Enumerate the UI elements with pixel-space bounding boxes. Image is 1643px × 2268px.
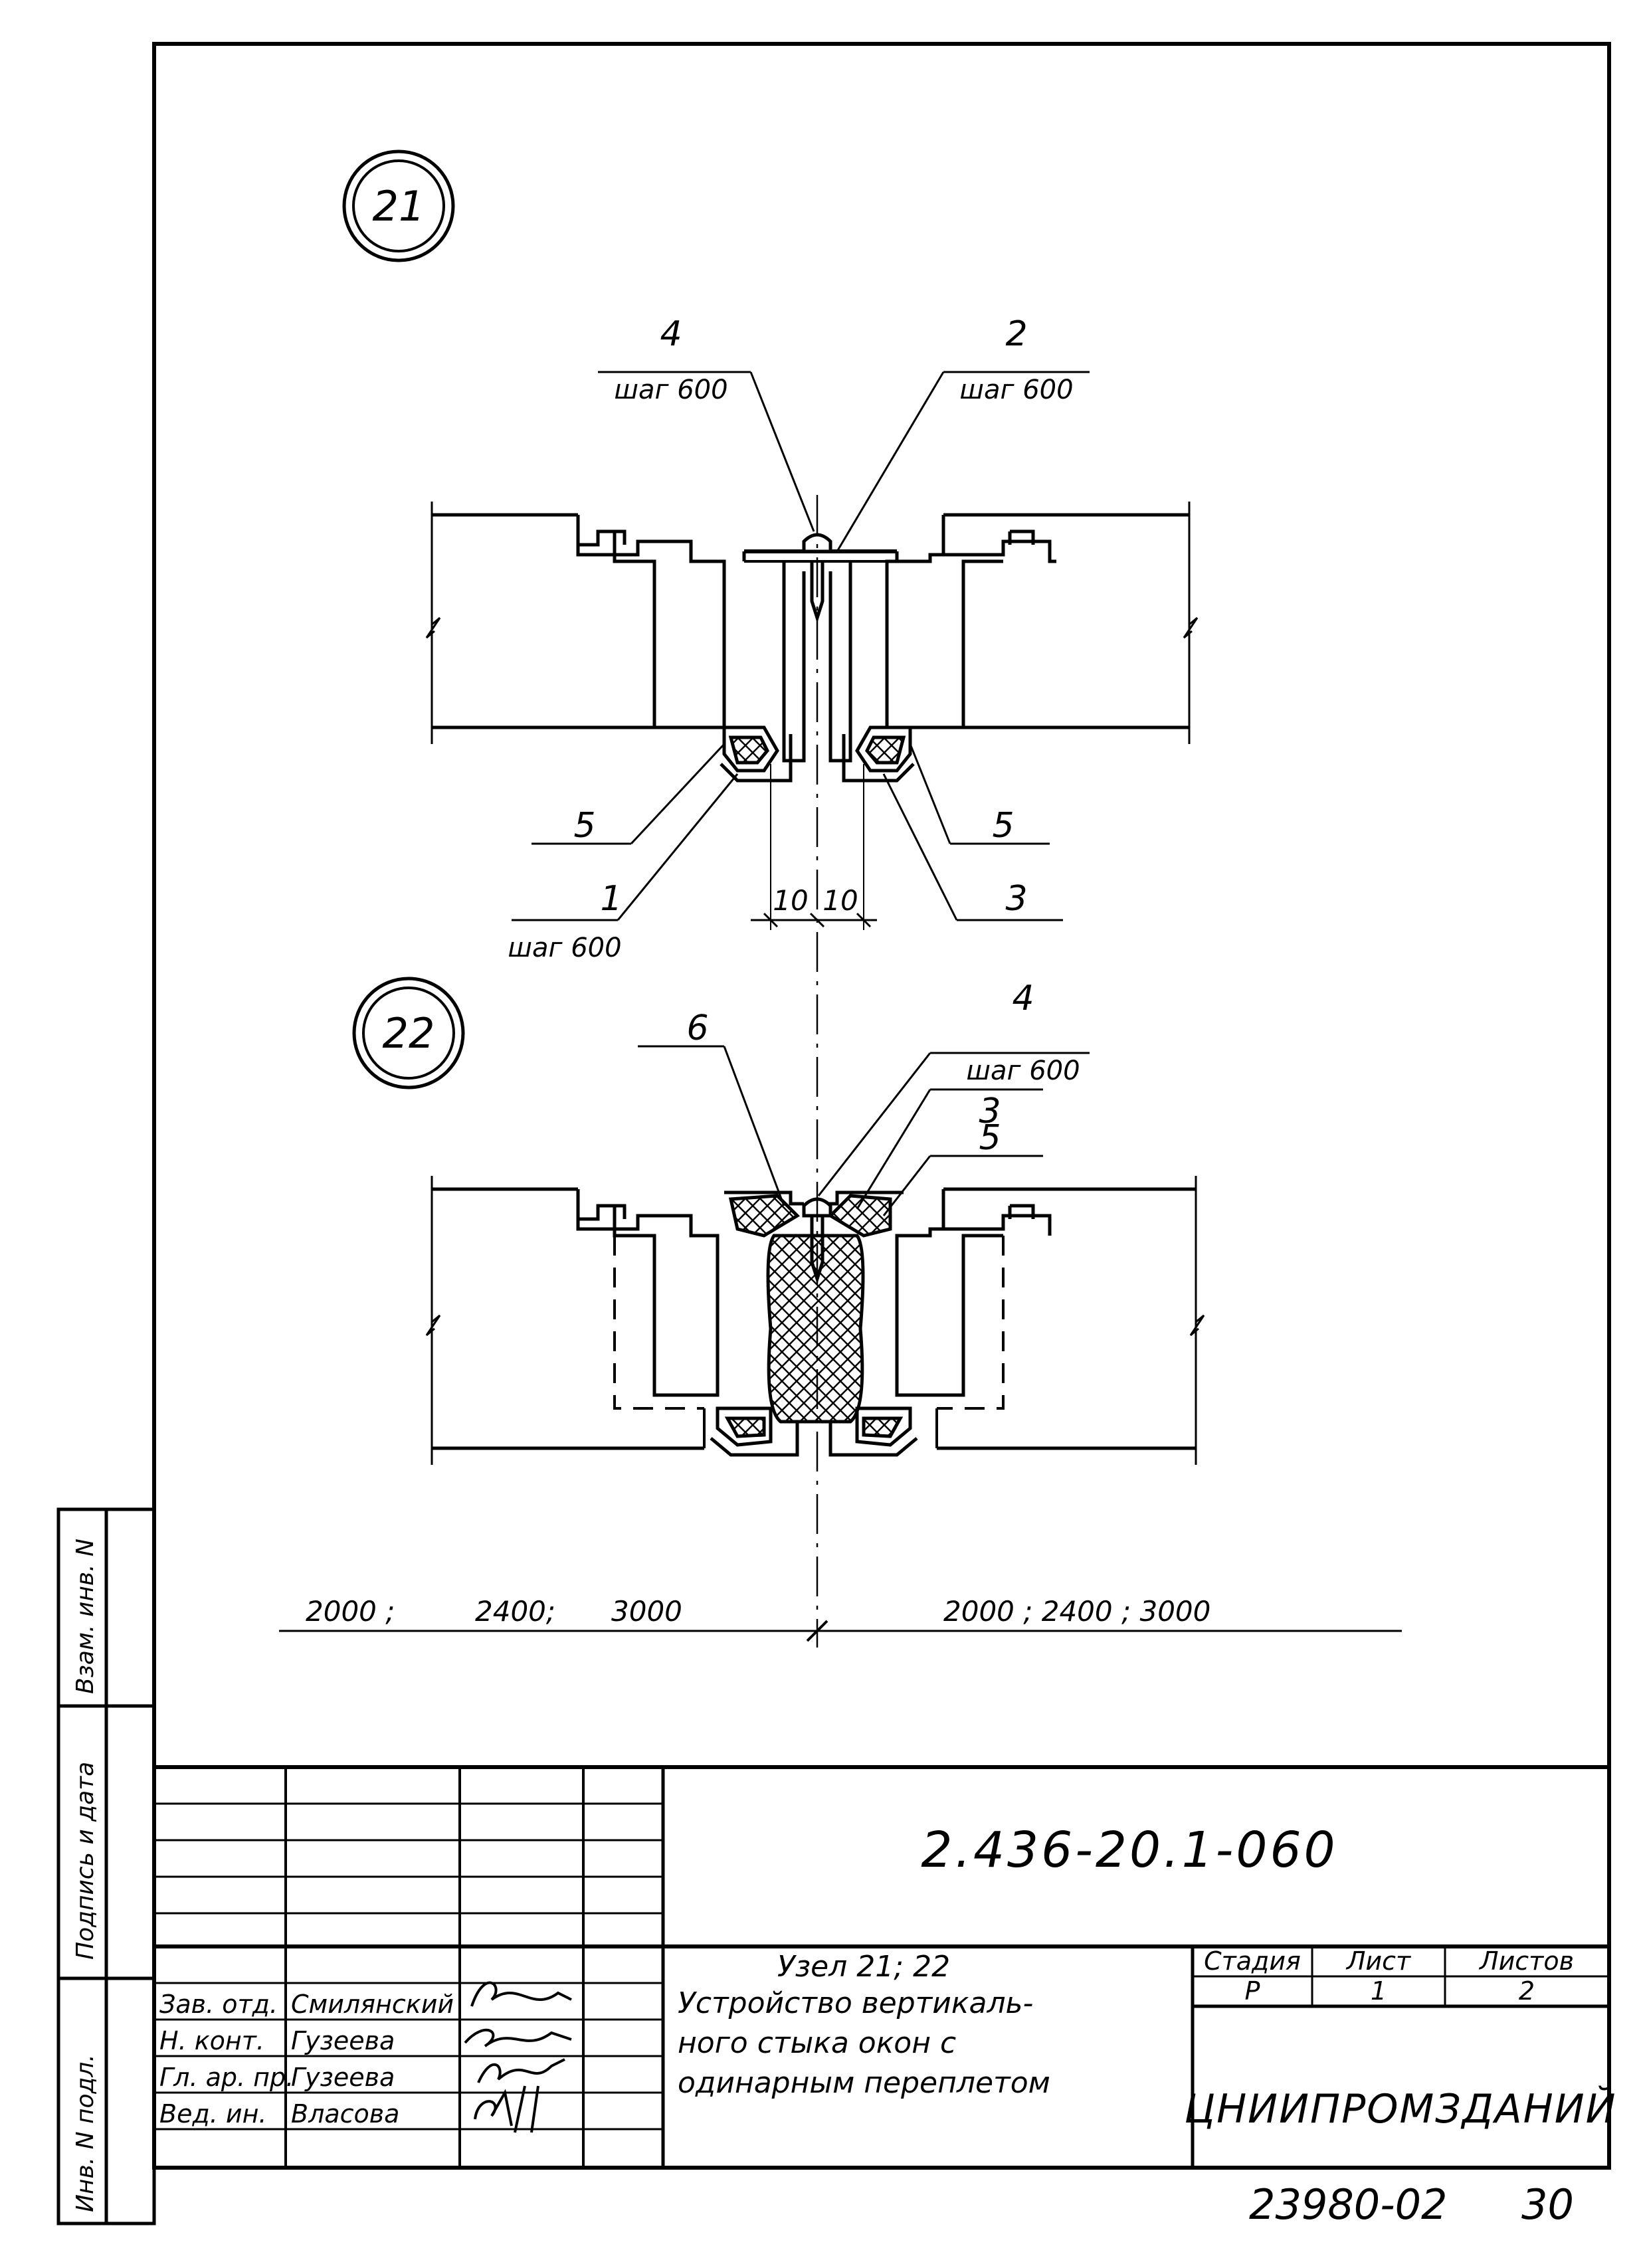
n21-callout-1-step: шаг 600 [508, 933, 621, 963]
stage-header: Стадия [1204, 1946, 1301, 1976]
sheets-header: Листов [1478, 1946, 1574, 1976]
n21-callout-4-step: шаг 600 [614, 375, 727, 405]
sheet-number: 23980-02 [1249, 2180, 1448, 2229]
n22-callout-4-step: шаг 600 [966, 1056, 1080, 1086]
n21-callout-4: 4 [660, 314, 682, 354]
node-21-marker: 21 [342, 149, 455, 262]
n22-callout-4: 4 [1012, 979, 1034, 1018]
node-21-callout-underlines [512, 371, 1090, 921]
node-21-section [425, 371, 1199, 930]
node-22-callout-underlines [638, 1045, 1090, 1157]
n22-callout-3: 3 [979, 1091, 1001, 1131]
signer-name-1: Смилянский [291, 1990, 454, 2019]
n21-callout-2-step: шаг 600 [959, 375, 1073, 405]
title-line-2: Устройство вертикаль- [678, 1986, 1033, 2020]
span-left-2: 2400; [475, 1595, 555, 1628]
title-line-3: ного стыка окон с [678, 2026, 956, 2060]
signer-name-3: Гузеева [291, 2063, 395, 2092]
sheets-value: 2 [1519, 1976, 1535, 2006]
document-code: 2.436-20.1-060 [921, 1822, 1337, 1879]
n21-callout-1: 1 [600, 879, 622, 919]
sheet-header: Лист [1345, 1946, 1412, 1976]
n21-callout-2: 2 [1005, 314, 1027, 354]
n21-dim-right: 10 [822, 884, 858, 917]
title-block-grid [154, 1765, 1609, 2168]
page-number: 30 [1521, 2180, 1574, 2229]
stage-value: Р [1245, 1976, 1260, 2006]
node-22-marker: 22 [352, 977, 465, 1089]
n21-callout-5-left: 5 [573, 806, 595, 846]
span-dimension [279, 1620, 1402, 1642]
n22-callout-6: 6 [686, 1008, 708, 1048]
organization-name: ЦНИИПРОМЗДАНИЙ [1184, 2085, 1616, 2132]
node-22-label: 22 [383, 1009, 435, 1058]
node-21-label: 21 [373, 182, 425, 231]
signer-role-3: Гл. ар. пр. [159, 2063, 294, 2092]
span-left-1: 2000 ; [306, 1595, 395, 1628]
sheet-frame [152, 42, 1611, 2170]
n21-callout-3: 3 [1005, 879, 1027, 919]
side-stamp-label-3: Инв. N подл. [72, 2054, 99, 2212]
signer-role-4: Вед. ин. [159, 2099, 267, 2128]
side-stamp [56, 1507, 156, 2225]
n21-dim-left: 10 [773, 884, 808, 917]
signer-role-1: Зав. отд. [159, 1990, 278, 2019]
signer-role-2: Н. конт. [159, 2026, 264, 2055]
n21-callout-5-right: 5 [992, 806, 1014, 846]
sheet-value: 1 [1371, 1976, 1387, 2006]
signature-marks [464, 1981, 572, 2133]
title-line-1: Узел 21; 22 [777, 1950, 950, 1984]
side-stamp-label-2: Подпись и дата [72, 1762, 99, 1960]
signer-name-2: Гузеева [291, 2026, 395, 2055]
span-left-3: 3000 [611, 1595, 682, 1628]
node-22-section [425, 1046, 1205, 1465]
n22-callout-5: 5 [979, 1118, 1001, 1158]
signer-name-4: Власова [291, 2099, 399, 2128]
title-line-4: одинарным переплетом [678, 2066, 1050, 2100]
span-right: 2000 ; 2400 ; 3000 [943, 1595, 1210, 1628]
side-stamp-label-1: Взам. инв. N [72, 1539, 99, 1694]
